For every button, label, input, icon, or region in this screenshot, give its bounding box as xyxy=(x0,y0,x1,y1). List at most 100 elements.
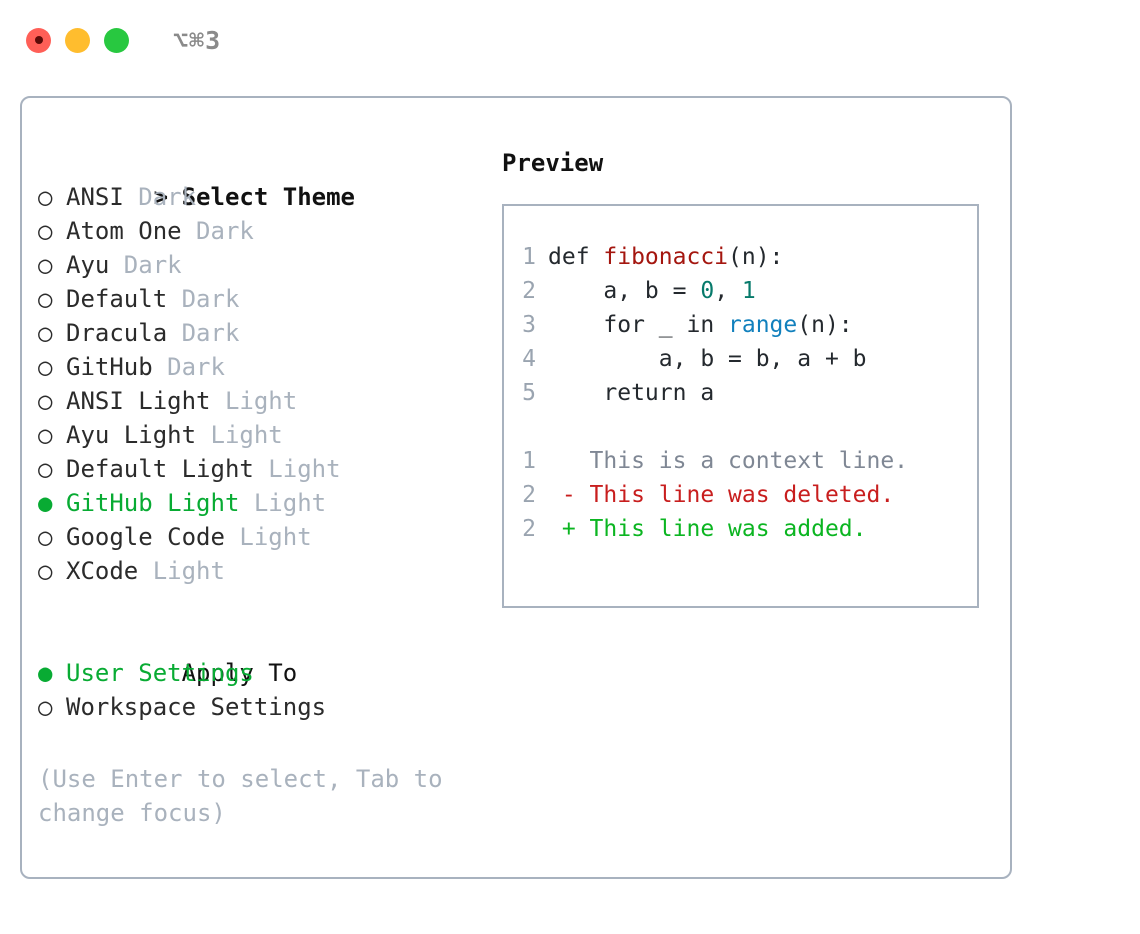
select-theme-header-label: Select Theme xyxy=(181,183,355,211)
theme-option-0[interactable]: ○ANSI Dark xyxy=(38,180,488,214)
theme-option-label: Ayu Light xyxy=(66,421,197,449)
apply-to-option-label: User Settings xyxy=(66,659,254,687)
apply-to-option-0[interactable]: ● User Settings xyxy=(38,656,488,690)
radio-unselected-icon: ○ xyxy=(38,183,53,211)
apply-to-option-list[interactable]: ● User Settings ○ Workspace Settings xyxy=(38,656,488,724)
code-diff-gap xyxy=(504,410,977,444)
token-plain: return a xyxy=(548,380,715,406)
diff-line-0: 1 This is a context line. xyxy=(504,444,977,478)
token-plain: (n): xyxy=(797,312,853,338)
radio-unselected-icon: ○ xyxy=(38,693,53,721)
token-builtin: range xyxy=(728,312,798,338)
maximize-button[interactable] xyxy=(104,27,129,53)
keyboard-hint-text: (Use Enter to select, Tab to change focu… xyxy=(38,765,458,827)
radio-unselected-icon: ○ xyxy=(38,523,53,551)
theme-option-1[interactable]: ○Atom One Dark xyxy=(38,214,488,248)
theme-variant-tag: Dark xyxy=(181,217,254,245)
code-line-number: 4 xyxy=(522,346,536,372)
radio-unselected-icon: ○ xyxy=(38,217,53,245)
minimize-button[interactable] xyxy=(65,27,90,53)
theme-option-label: Google Code xyxy=(66,523,225,551)
theme-variant-tag: Light xyxy=(239,489,327,517)
token-plain: , xyxy=(714,278,742,304)
theme-option-2[interactable]: ○ Ayu Dark xyxy=(38,248,488,282)
apply-to-option-1[interactable]: ○ Workspace Settings xyxy=(38,690,488,724)
code-line-source: a, b = b, a + b xyxy=(548,342,867,376)
code-line-2: 3 for _ in range(n): xyxy=(504,308,977,342)
theme-variant-tag: Light xyxy=(196,421,283,449)
radio-unselected-icon: ○ xyxy=(38,557,53,585)
radio-unselected-icon: ○ xyxy=(38,251,53,279)
theme-option-label: Dracula xyxy=(66,319,168,347)
token-num: 1 xyxy=(741,278,756,304)
diff-line-number: 2 xyxy=(522,482,536,508)
theme-variant-tag: Dark xyxy=(152,353,225,381)
theme-variant-tag: Light xyxy=(224,523,312,551)
theme-variant-tag: Dark xyxy=(167,319,240,347)
code-line-number: 1 xyxy=(522,244,536,270)
diff-line-number: 1 xyxy=(522,448,536,474)
code-line-source: def fibonacci(n): xyxy=(548,240,783,274)
theme-option-5[interactable]: ○ GitHub Dark xyxy=(38,350,488,384)
code-line-number: 3 xyxy=(522,312,536,338)
theme-variant-tag: Dark xyxy=(167,285,240,313)
theme-option-8[interactable]: ○ Default Light Light xyxy=(38,452,488,486)
radio-selected-icon: ● xyxy=(38,659,53,687)
window-titlebar: ⌥⌘3 xyxy=(0,0,1140,80)
radio-unselected-icon: ○ xyxy=(38,353,53,381)
code-line-1: 2 a, b = 0, 1 xyxy=(504,274,977,308)
theme-variant-tag: Dark xyxy=(109,251,182,279)
radio-selected-icon: ● xyxy=(38,489,53,517)
diff-line-2: 2 + This line was added. xyxy=(504,512,977,546)
radio-unselected-icon: ○ xyxy=(38,285,53,313)
diff-sample: 1 This is a context line.2 - This line w… xyxy=(504,444,977,546)
preview-title: Preview xyxy=(502,149,604,177)
focus-caret-icon: > xyxy=(153,183,169,211)
theme-option-4[interactable]: ○ Dracula Dark xyxy=(38,316,488,350)
close-button[interactable] xyxy=(26,27,51,53)
theme-option-label: GitHub xyxy=(66,353,153,381)
diff-line-text: + This line was added. xyxy=(548,516,867,542)
theme-option-10[interactable]: ○ Google Code Light xyxy=(38,520,488,554)
radio-unselected-icon: ○ xyxy=(38,455,53,483)
diff-line-1: 2 - This line was deleted. xyxy=(504,478,977,512)
apply-to-header: Apply To xyxy=(38,622,488,687)
apply-to-option-label: Workspace Settings xyxy=(66,693,327,721)
token-plain: for _ in xyxy=(548,312,729,338)
theme-variant-tag: Light xyxy=(253,455,341,483)
token-func: fibonacci xyxy=(603,244,729,270)
theme-option-3[interactable]: ○Default Dark xyxy=(38,282,488,316)
theme-option-label: Default Light xyxy=(66,455,254,483)
code-line-3: 4 a, b = b, a + b xyxy=(504,342,977,376)
diff-line-text: This is a context line. xyxy=(548,448,909,474)
radio-unselected-icon: ○ xyxy=(38,319,53,347)
theme-option-6[interactable]: ○ANSI Light Light xyxy=(38,384,488,418)
code-line-source: a, b = 0, 1 xyxy=(548,274,756,308)
radio-unselected-icon: ○ xyxy=(38,421,53,449)
main-panel: >Select Theme ○ANSI Dark○Atom One Dark○A… xyxy=(20,96,1012,879)
code-line-4: 5 return a xyxy=(504,376,977,410)
diff-line-text: - This line was deleted. xyxy=(548,482,895,508)
diff-line-number: 2 xyxy=(522,516,536,542)
theme-selector-column: >Select Theme ○ANSI Dark○Atom One Dark○A… xyxy=(38,146,488,724)
theme-option-label: GitHub Light xyxy=(66,489,240,517)
token-plain: a, b = xyxy=(548,278,701,304)
theme-option-list[interactable]: ○ANSI Dark○Atom One Dark○Ayu Dark○Defaul… xyxy=(38,180,488,588)
code-line-number: 2 xyxy=(522,278,536,304)
theme-option-label: XCode xyxy=(66,557,139,585)
section-spacer xyxy=(38,588,488,622)
theme-option-label: ANSI Light xyxy=(66,387,211,415)
theme-option-label: Ayu xyxy=(66,251,110,279)
theme-variant-tag: Dark xyxy=(123,183,197,211)
select-theme-header: > Select Theme xyxy=(38,146,488,211)
window-controls xyxy=(26,27,129,53)
apply-to-header-label: Apply To xyxy=(181,659,298,687)
theme-variant-tag: Light xyxy=(138,557,225,585)
theme-option-7[interactable]: ○ Ayu Light Light xyxy=(38,418,488,452)
theme-option-9[interactable]: ● GitHub Light Light xyxy=(38,486,488,520)
theme-option-11[interactable]: ○ XCode Light xyxy=(38,554,488,588)
